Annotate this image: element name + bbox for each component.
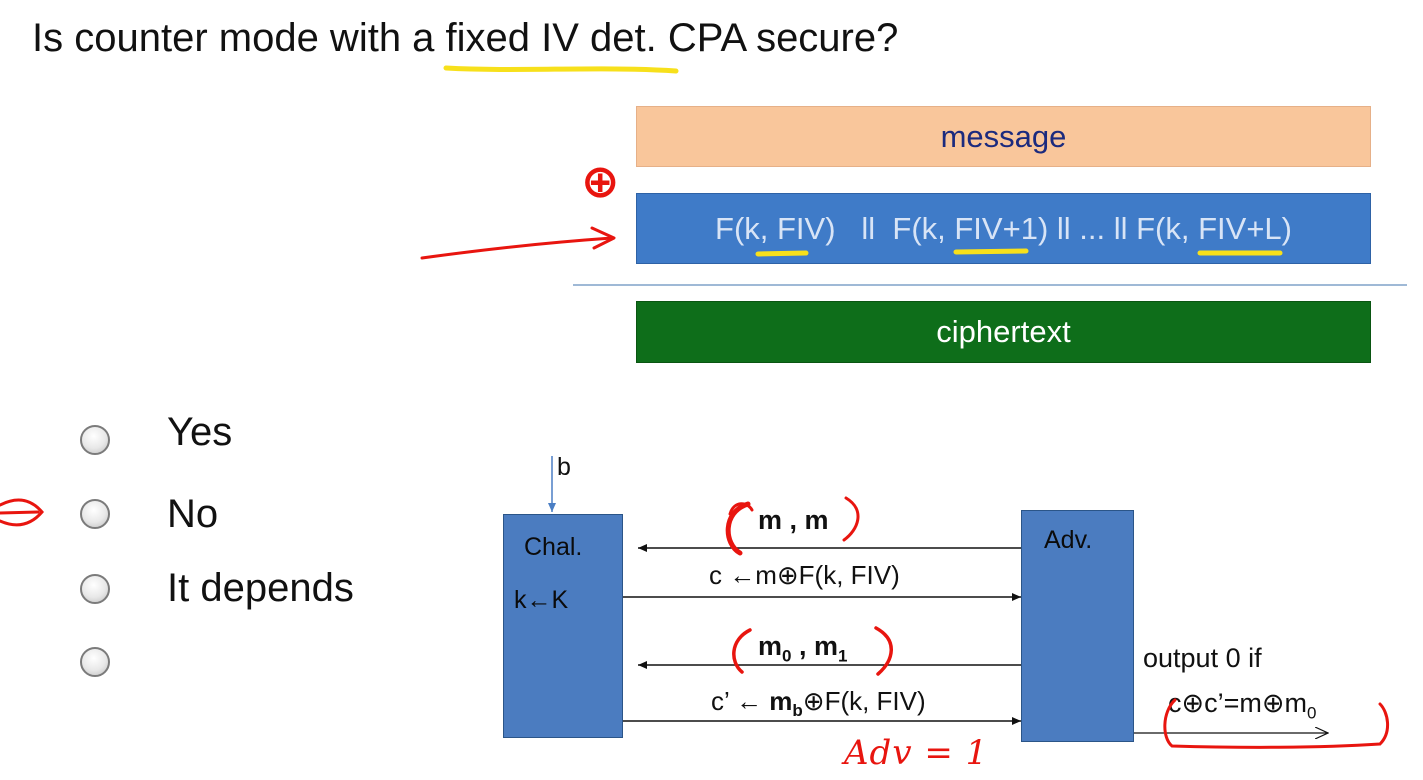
keystream-bar-label: F(k, FIV) ll F(k, FIV+1) ll ... ll F(k, …: [715, 210, 1292, 246]
slide-title: Is counter mode with a fixed IV det. CPA…: [32, 16, 899, 60]
bit-b-label: b: [557, 453, 571, 481]
message-bar: message: [636, 106, 1371, 167]
ct2-suffix: ⊕F(k, FIV): [802, 686, 926, 716]
output-rule-sub: 0: [1307, 703, 1317, 723]
ciphertext1-label: c ←m⊕F(k, FIV): [709, 560, 900, 590]
query2-sub0: 0: [782, 646, 792, 666]
option-it-depends-label[interactable]: It depends: [167, 566, 354, 610]
query1-messages: m , m: [758, 505, 829, 535]
ciphertext2-label: c’ ← mb⊕F(k, FIV): [711, 686, 926, 721]
ciphertext-bar-label: ciphertext: [936, 314, 1071, 349]
message-bar-label: message: [940, 118, 1067, 154]
highlight-fixed-iv: [443, 65, 679, 74]
red-arrow-keystream: [420, 236, 614, 260]
radio-yes[interactable]: [80, 425, 110, 455]
ciphertext-bar: ciphertext: [636, 301, 1371, 363]
radio-no[interactable]: [80, 499, 110, 529]
option-no-label[interactable]: No: [167, 492, 219, 536]
ct2-prefix: c’ ←: [711, 686, 770, 716]
challenger-box: [503, 514, 623, 738]
query2-sep: , m: [791, 631, 838, 661]
red-arrow-keystream-head: [590, 226, 616, 250]
red-paren-left-q2: [732, 628, 752, 674]
query2-m0: m: [758, 631, 783, 661]
highlight-fiv: [755, 250, 809, 257]
red-paren-right-q2: [874, 626, 893, 676]
challenger-label: Chal.: [524, 533, 583, 561]
output-rule-line1: output 0 if: [1143, 643, 1262, 673]
query2-sub1: 1: [838, 646, 848, 666]
red-bracket-output: [1163, 698, 1389, 749]
ct2-mb: m: [769, 686, 793, 716]
red-paren-right-q1: [842, 496, 860, 542]
query2-messages: m0 , m1: [758, 631, 847, 666]
output-rule-expr: c⊕c’=m⊕m: [1168, 688, 1307, 718]
handwritten-advantage: Adv = 1: [844, 733, 989, 773]
challenger-key-label: k←K: [514, 586, 569, 614]
output-rule-line2: c⊕c’=m⊕m0: [1168, 688, 1316, 723]
xor-symbol: ⊕: [581, 155, 620, 207]
radio-blank[interactable]: [80, 647, 110, 677]
red-paren-left-q1b: [728, 502, 754, 516]
highlight-fiv-plus-1: [953, 248, 1029, 255]
divider-line: [573, 284, 1407, 286]
red-paren-left-q1: [725, 501, 751, 556]
adversary-label: Adv.: [1044, 526, 1093, 554]
red-arrow-answer: [0, 498, 44, 527]
radio-it-depends[interactable]: [80, 574, 110, 604]
adversary-box: [1021, 510, 1134, 742]
ct2-sub-b: b: [792, 701, 803, 721]
option-yes-label[interactable]: Yes: [167, 410, 233, 454]
